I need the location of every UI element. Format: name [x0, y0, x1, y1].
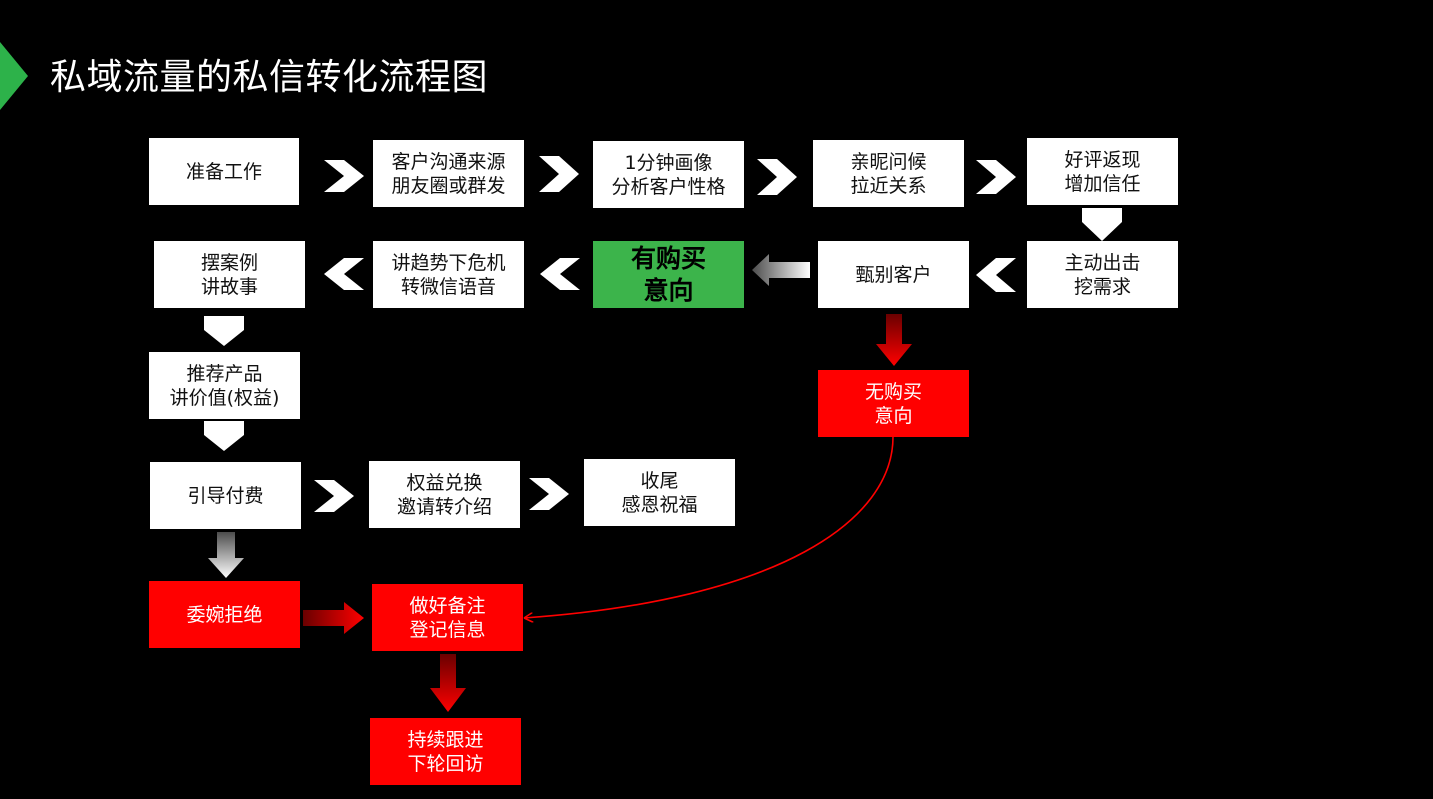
- node-note-line2: 登记信息: [409, 618, 486, 641]
- node-profile-line1: 1分钟画像: [624, 151, 713, 174]
- red-arrow-down-note: [430, 654, 466, 712]
- node-dig: 主动出击 挖需求: [1027, 241, 1178, 308]
- node-profile-line2: 分析客户性格: [611, 175, 726, 198]
- node-review-line1: 好评返现: [1064, 148, 1141, 171]
- red-arrow-right-refuse: [303, 602, 364, 634]
- node-screen-line1: 甄别客户: [855, 263, 932, 286]
- red-arrow-down-screen: [876, 314, 912, 366]
- node-pay-line1: 引导付费: [187, 484, 264, 507]
- chevron-down-review: [1082, 208, 1122, 241]
- node-pay: 引导付费: [150, 462, 301, 529]
- node-no-intent-line2: 意向: [874, 404, 913, 427]
- node-prepare-line1: 准备工作: [185, 160, 262, 183]
- node-no-intent-line1: 无购买: [864, 380, 922, 403]
- node-prepare: 准备工作: [149, 138, 299, 205]
- node-greet-line2: 拉近关系: [850, 174, 927, 197]
- chevron-left-dig: [976, 258, 1016, 292]
- node-screen: 甄别客户: [818, 241, 969, 308]
- node-review: 好评返现 增加信任: [1027, 138, 1178, 205]
- node-no-intent: 无购买 意向: [818, 370, 969, 437]
- arrow-left-gradient: [752, 254, 810, 286]
- node-redeem-line1: 权益兑换: [406, 471, 483, 494]
- node-profile: 1分钟画像 分析客户性格: [593, 141, 744, 208]
- chevron-down-case: [204, 316, 244, 346]
- chevron-right-2: [539, 156, 579, 192]
- node-intent: 有购买 意向: [593, 241, 744, 308]
- node-case: 摆案例 讲故事: [154, 241, 305, 308]
- node-crisis: 讲趋势下危机 转微信语音: [373, 241, 524, 308]
- title-accent-triangle: [0, 42, 28, 110]
- node-source-line2: 朋友圈或群发: [391, 174, 506, 197]
- node-redeem: 权益兑换 邀请转介绍: [369, 461, 520, 528]
- node-crisis-line2: 转微信语音: [400, 275, 496, 298]
- chevron-right-3: [757, 159, 797, 195]
- node-dig-line2: 挖需求: [1073, 275, 1131, 298]
- chevron-right-redeem: [529, 478, 569, 510]
- node-intent-line2: 意向: [643, 275, 694, 305]
- node-follow-line1: 持续跟进: [407, 728, 484, 751]
- chevron-down-recommend: [204, 421, 244, 451]
- node-close-line1: 收尾: [640, 469, 679, 492]
- chevron-left-case: [324, 258, 364, 290]
- node-greet: 亲昵问候 拉近关系: [813, 140, 964, 207]
- node-review-line2: 增加信任: [1064, 172, 1141, 195]
- node-redeem-line2: 邀请转介绍: [396, 495, 492, 518]
- node-note: 做好备注 登记信息: [372, 584, 523, 651]
- node-recommend-line2: 讲价值(权益): [169, 386, 280, 409]
- node-greet-line1: 亲昵问候: [850, 150, 927, 173]
- node-source-line1: 客户沟通来源: [391, 150, 506, 173]
- red-curve-connector: [524, 436, 894, 618]
- page-title: 私域流量的私信转化流程图: [50, 57, 489, 98]
- node-follow: 持续跟进 下轮回访: [370, 718, 521, 785]
- node-recommend: 推荐产品 讲价值(权益): [149, 352, 300, 419]
- arrow-down-gradient: [208, 532, 244, 578]
- node-close-line2: 感恩祝福: [621, 493, 698, 516]
- node-dig-line1: 主动出击: [1064, 251, 1141, 274]
- chevron-right-4: [976, 160, 1016, 194]
- node-close: 收尾 感恩祝福: [584, 459, 735, 526]
- node-source: 客户沟通来源 朋友圈或群发: [373, 140, 524, 207]
- node-intent-line1: 有购买: [630, 243, 706, 273]
- node-crisis-line1: 讲趋势下危机: [391, 251, 506, 274]
- chevron-left-crisis: [540, 258, 580, 290]
- node-note-line1: 做好备注: [409, 594, 486, 617]
- node-refuse: 委婉拒绝: [149, 581, 300, 648]
- node-refuse-line1: 委婉拒绝: [186, 603, 263, 626]
- node-case-line2: 讲故事: [200, 275, 258, 298]
- node-case-line1: 摆案例: [200, 251, 258, 274]
- chevron-right-pay: [314, 480, 354, 512]
- chevron-right-1: [324, 160, 364, 192]
- node-recommend-line1: 推荐产品: [186, 362, 263, 385]
- node-follow-line2: 下轮回访: [407, 752, 484, 775]
